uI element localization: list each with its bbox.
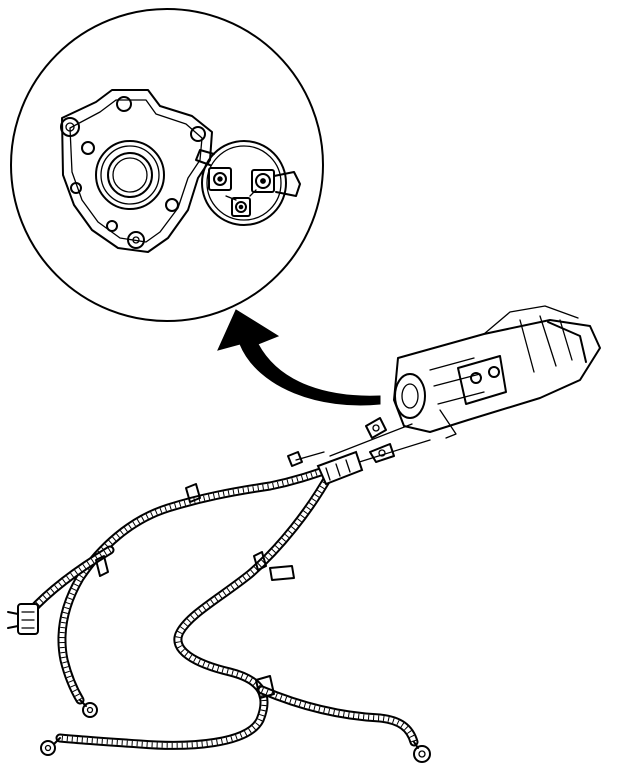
solenoid-end-view [195, 140, 301, 226]
harness-clips [95, 483, 295, 699]
harness-connectors [7, 603, 39, 635]
bearing-housing [95, 140, 165, 210]
starter-motor-icon [393, 305, 601, 439]
harness-junction [316, 450, 364, 486]
wiring-harness-icon [7, 417, 431, 763]
alignment-lines [295, 423, 431, 469]
starter-end-flange [60, 89, 213, 253]
ring-terminals [287, 417, 395, 467]
ring-terminal-ends [40, 699, 431, 763]
harness-looms [25, 457, 419, 750]
magnified-circle-icon [10, 8, 324, 322]
curved-arrow-icon [217, 309, 381, 406]
